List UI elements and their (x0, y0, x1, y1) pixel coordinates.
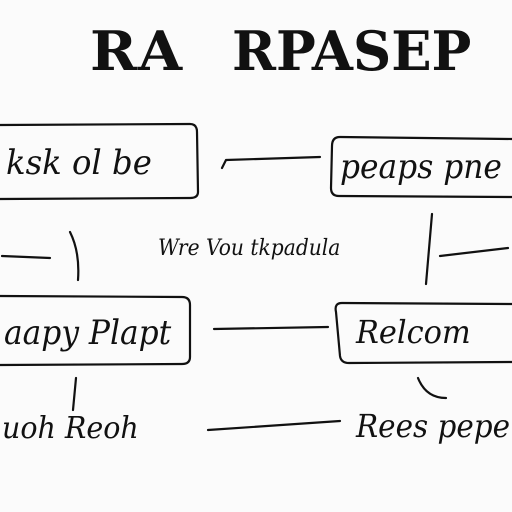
box-top-right-text: peaps pne (340, 147, 502, 187)
connector-bottom-right-hook (416, 376, 448, 400)
connector-left-upper (0, 254, 52, 260)
title-right: RPASEP (232, 19, 472, 83)
connector-left-hook (68, 230, 80, 282)
center-label: Wre Vou tkpadula (158, 236, 341, 261)
connector-top (220, 155, 322, 170)
connector-bottom-left-tick (71, 376, 78, 412)
box-top-right-outline (329, 135, 512, 199)
box-top-left-text: ksk ol be (6, 143, 152, 183)
box-top-left-outline (0, 122, 200, 201)
box-mid-left-text: aapy Plapt (4, 313, 172, 353)
connector-mid (212, 325, 330, 331)
bottom-right-label: Rees pepe (356, 407, 511, 445)
connector-right-horizontal (438, 246, 510, 258)
box-mid-right-text: Relcom (356, 313, 471, 351)
box-mid-right-outline (334, 301, 512, 365)
connector-bottom-mid (206, 419, 342, 432)
title-left: RA (90, 19, 184, 83)
bottom-left-label: uoh Reoh (2, 411, 139, 446)
connector-right-vertical (424, 212, 434, 286)
box-mid-left-outline (0, 294, 192, 367)
